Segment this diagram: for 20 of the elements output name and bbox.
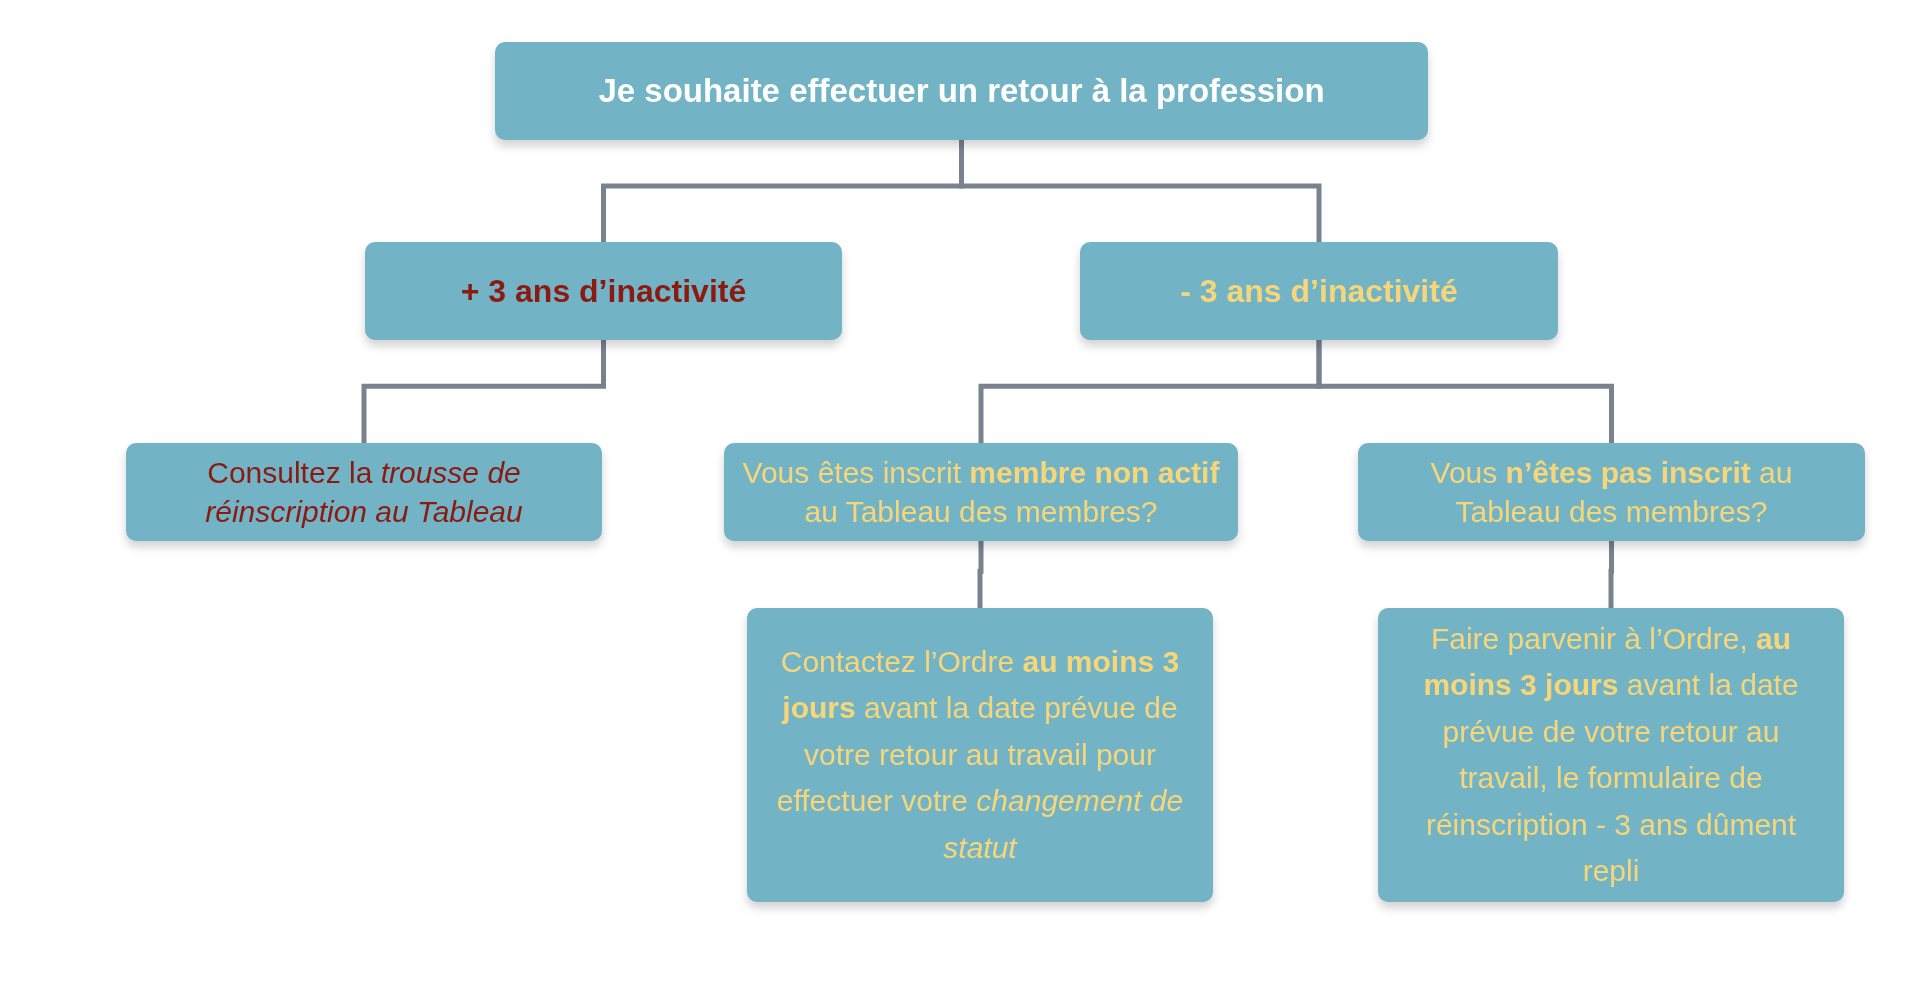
process-box (747, 608, 1213, 902)
box-text: Je souhaite effectuer un retour à la profession (598, 71, 1325, 111)
process-box (1358, 443, 1865, 541)
box-text: Contactez l’Ordre au moins 3 jours avant la date prévue de votre retour au travail pour effectuer votre changement de statut (775, 643, 1185, 866)
process-box (724, 443, 1238, 541)
box-text: Faire parvenir à l’Ordre, au moins 3 jours avant la date prévue de votre retour au travail, le formulaire de réinscription - 3 ans dûment repli (1422, 620, 1800, 889)
connector-line (1316, 340, 1614, 443)
box-text: + 3 ans d’inactivité (460, 271, 747, 311)
box-text: - 3 ans d’inactivité (1180, 271, 1458, 311)
process-box (495, 42, 1428, 140)
connector-line (1608, 541, 1614, 608)
connector-line (977, 541, 984, 608)
box-text: Vous êtes inscrit membre non actif au Tableau des membres? (742, 455, 1220, 530)
process-box (365, 242, 842, 340)
box-text: Vous n’êtes pas inscrit au Tableau des membres? (1429, 455, 1794, 530)
process-box (1378, 608, 1844, 902)
connector-line (361, 340, 606, 443)
box-text: Consultez la trousse de réinscription au Tableau (204, 455, 524, 530)
process-box (1080, 242, 1558, 340)
process-box (126, 443, 602, 541)
